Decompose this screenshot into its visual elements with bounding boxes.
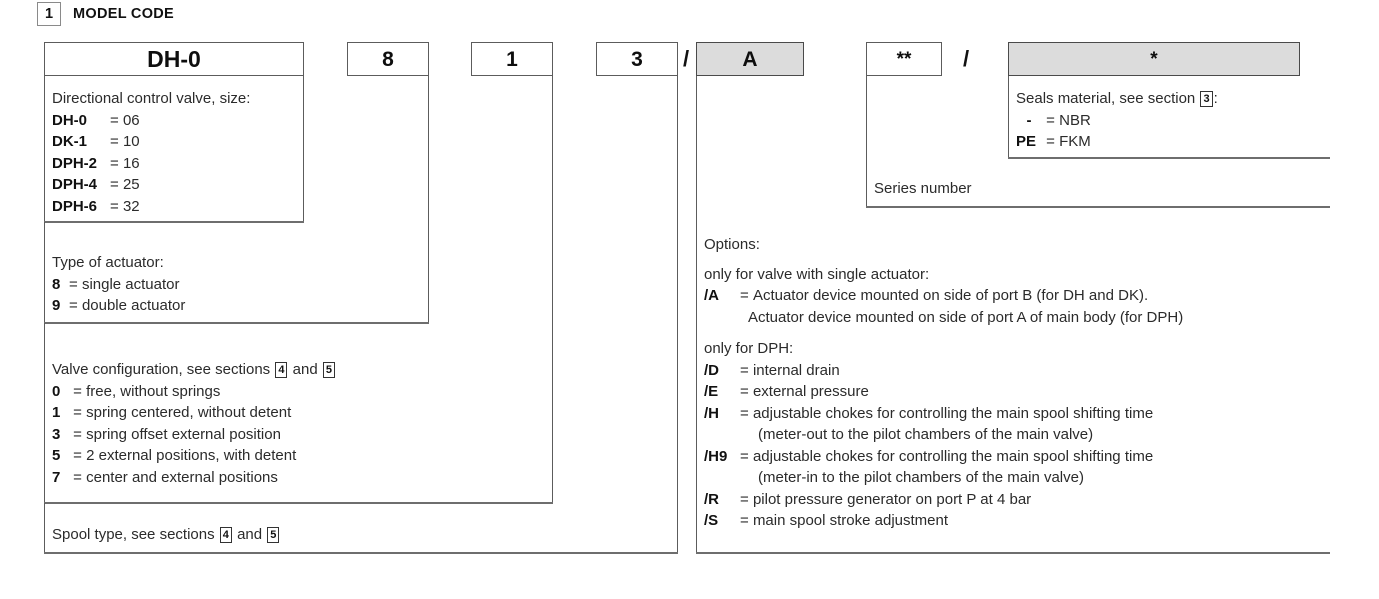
configuration-entry-1: 1 = spring centered, without detent [52, 404, 292, 421]
options-title: Options: [704, 236, 760, 253]
configuration-entry-0: 0 = free, without springs [52, 382, 221, 400]
options-group2-heading: only for DPH: [704, 340, 794, 357]
code-box-seals[interactable]: * [1008, 42, 1300, 76]
series-label: Series number [874, 180, 972, 197]
series-description: Series number [874, 178, 972, 200]
model-heading: Directional control valve, size: [52, 90, 251, 107]
model-entry-0: DH-0= 06 [52, 111, 140, 129]
bracket-rule-configuration [44, 502, 553, 504]
bracket-line-seals [1008, 76, 1010, 158]
spool-description: Spool type, see sections 4 and 5 [52, 524, 280, 546]
bracket-line-actuator [428, 76, 430, 323]
code-box-seals-value: * [1150, 48, 1158, 70]
code-box-spool[interactable]: 3 [596, 42, 678, 76]
options-spacer-2 [704, 328, 1183, 338]
code-box-options-value: A [742, 47, 758, 71]
actuator-entry-1: 9= double actuator [52, 297, 186, 314]
configuration-description: Valve configuration, see sections 4 and … [52, 359, 336, 488]
options-group2-entry-2: /H= adjustable chokes for controlling th… [704, 404, 1154, 422]
code-box-actuator-value: 8 [382, 47, 394, 71]
section-ref-4-icon: 4 [275, 362, 288, 378]
code-box-configuration[interactable]: 1 [471, 42, 553, 76]
code-box-spool-value: 3 [631, 47, 643, 71]
actuator-entry-0: 8= single actuator [52, 275, 180, 293]
options-group2-entry-0: /D= internal drain [704, 361, 840, 379]
seals-heading: Seals material, see section 3: [1016, 90, 1218, 107]
code-box-series[interactable]: ** [866, 42, 942, 76]
options-group2-entry-5: /S= main spool stroke adjustment [704, 512, 949, 529]
page-title: MODEL CODE [73, 6, 175, 22]
bracket-line-model [44, 76, 46, 222]
section-ref-5-icon: 5 [267, 527, 280, 543]
section-ref-4-icon: 4 [219, 527, 232, 543]
configuration-heading: Valve configuration, see sections 4 and … [52, 359, 336, 381]
options-group1-entry-0: /A= Actuator device mounted on side of p… [704, 287, 1149, 304]
model-entry-3: DPH-4= 25 [52, 176, 140, 193]
bracket-line-options [696, 76, 698, 553]
configuration-entry-4: 7 = center and external positions [52, 468, 278, 486]
separator-slash-series: / [963, 46, 970, 71]
actuator-description: Type of actuator: 8= single actuator 9= … [52, 252, 185, 317]
options-description: Options: only for valve with single actu… [704, 234, 1183, 532]
model-entry-4: DPH-6= 32 [52, 197, 140, 215]
options-spacer-1 [704, 256, 1183, 264]
configuration-entry-3: 5 = 2 external positions, with detent [52, 447, 297, 464]
options-group1-heading: only for valve with single actuator: [704, 265, 930, 283]
bracket-line-configuration [552, 76, 554, 503]
code-box-series-value: ** [896, 48, 912, 70]
configuration-entry-2: 3 = spring offset external position [52, 425, 281, 443]
bracket-line-series [866, 76, 868, 207]
bracket-rule-model [44, 221, 304, 223]
options-group2-entry-3-cont: (meter-in to the pilot chambers of the m… [758, 469, 1084, 486]
separator-slash-spool: / [683, 46, 690, 71]
options-group2-entry-2-cont: (meter-out to the pilot chambers of the … [758, 426, 1094, 443]
actuator-heading: Type of actuator: [52, 254, 164, 271]
bracket-rule-actuator [44, 322, 429, 324]
code-box-options[interactable]: A [696, 42, 804, 76]
model-entry-2: DPH-2= 16 [52, 154, 140, 172]
section-ref-3-icon: 3 [1200, 91, 1213, 107]
options-group2-entry-4: /R= pilot pressure generator on port P a… [704, 490, 1032, 508]
seals-description: Seals material, see section 3: - = NBR P… [1016, 88, 1218, 153]
options-group1-entry-0-cont: Actuator device mounted on side of port … [748, 308, 1184, 326]
model-description: Directional control valve, size: DH-0= 0… [52, 88, 250, 217]
code-box-model[interactable]: DH-0 [44, 42, 304, 76]
seals-entry-1: PE = FKM [1016, 133, 1091, 150]
seals-entry-0: - = NBR [1026, 111, 1091, 129]
code-box-actuator[interactable]: 8 [347, 42, 429, 76]
bracket-line-spool-left [44, 503, 46, 553]
code-box-model-value: DH-0 [147, 45, 201, 72]
bracket-line-spool [677, 76, 679, 553]
bracket-rule-spool [44, 552, 678, 554]
spool-heading: Spool type, see sections 4 and 5 [52, 524, 280, 546]
bracket-rule-options [696, 552, 1330, 554]
options-group2-entry-3: /H9= adjustable chokes for controlling t… [704, 447, 1154, 465]
code-box-configuration-value: 1 [506, 47, 518, 71]
bracket-rule-series [866, 206, 1330, 208]
bracket-line-configuration-left [44, 323, 46, 503]
section-number-badge: 1 [37, 2, 61, 26]
options-group2-entry-1: /E= external pressure [704, 383, 869, 400]
bracket-line-actuator-left [44, 222, 46, 323]
section-header: 1 MODEL CODE [37, 2, 174, 26]
section-ref-5-icon: 5 [322, 362, 335, 378]
bracket-line-model-right [303, 76, 305, 222]
bracket-rule-seals [1008, 157, 1330, 159]
model-entry-1: DK-1= 10 [52, 133, 140, 150]
